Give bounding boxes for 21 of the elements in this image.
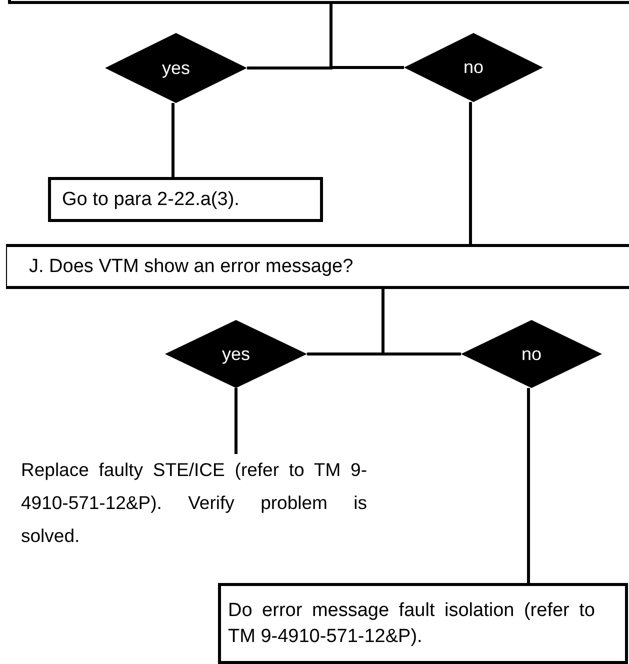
step-text: Do error message fault isolation (refer to TM 9-4910-571-12&P). xyxy=(228,598,595,648)
decision-label: yes xyxy=(162,58,190,78)
decision-label: no xyxy=(521,344,542,364)
decision-diamond xyxy=(105,33,247,103)
instruction-text: Replace faulty STE/ICE (refer to TM 9-4910-571-12&P). Verify problem is solved. xyxy=(21,454,367,553)
connector-line xyxy=(469,102,472,245)
step-text: J. Does VTM show an error message? xyxy=(29,254,354,279)
decision-diamond xyxy=(461,320,602,388)
connector-line xyxy=(172,103,174,178)
step-text: Go to para 2-22.a(3). xyxy=(62,188,240,212)
decision-diamond xyxy=(404,33,543,102)
process-box xyxy=(218,583,628,664)
connector-line xyxy=(234,388,238,454)
process-box xyxy=(48,177,323,222)
connector-line xyxy=(330,4,404,69)
connector-line xyxy=(382,289,461,356)
decision-label: no xyxy=(463,57,484,78)
connector-line xyxy=(527,388,530,584)
process-box xyxy=(6,244,629,289)
decision-diamond xyxy=(165,320,307,388)
decision-label: yes xyxy=(222,344,250,364)
